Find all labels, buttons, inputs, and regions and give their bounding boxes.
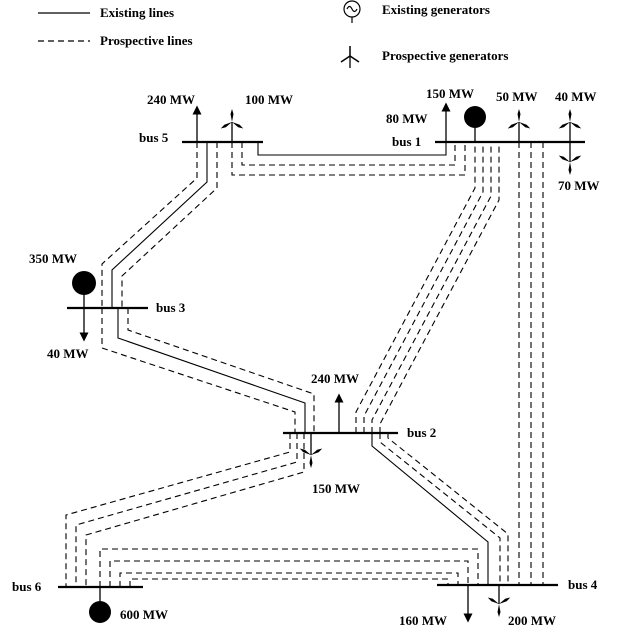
bus2-label: bus 2 — [407, 425, 436, 440]
pline-bus3-bus2-a — [101, 308, 296, 433]
prospective-lines — [65, 142, 544, 587]
line-bus5-bus1 — [257, 142, 447, 156]
pgen-label-bus1-a: 50 MW — [496, 89, 538, 104]
load-label-bus3: 40 MW — [47, 346, 89, 361]
generator-circle-icon — [464, 106, 486, 128]
gen-label-bus3: 350 MW — [29, 251, 77, 266]
bus-bars — [58, 140, 585, 589]
pline-bus2-bus1-c — [371, 142, 492, 433]
pline-bus6-bus4-a — [99, 548, 479, 587]
legend-prospective-generators-label: Prospective generators — [382, 48, 508, 63]
pline-bus6-bus4-d — [129, 578, 449, 587]
wind-turbine-icon — [487, 585, 511, 617]
gen-label-bus1: 150 MW — [426, 86, 474, 101]
legend-prospective-lines-label: Prospective lines — [100, 33, 193, 48]
gen-label-bus6: 600 MW — [120, 607, 168, 622]
bus3-label: bus 3 — [156, 300, 186, 315]
bus6-label: bus 6 — [12, 579, 42, 594]
load-label-bus5: 240 MW — [147, 92, 195, 107]
pgen-label-bus1-c: 70 MW — [558, 178, 600, 193]
pline-bus5-bus1-a — [241, 142, 456, 166]
pline-bus5-bus3-a — [101, 142, 198, 308]
pline-bus5-bus1-b — [231, 142, 466, 176]
pgen-label-bus4: 200 MW — [508, 613, 556, 628]
wind-turbine-icon — [558, 109, 582, 142]
line-bus5-bus3 — [111, 142, 208, 308]
pline-bus2-bus6-c — [85, 433, 305, 587]
generator-circle-icon — [343, 0, 361, 23]
bus4-label: bus 4 — [568, 577, 598, 592]
pline-bus2-bus1-d — [379, 142, 500, 433]
existing-lines — [111, 142, 489, 585]
line-bus3-bus2 — [117, 308, 306, 433]
pline-bus5-bus3-b — [121, 142, 218, 308]
legend-existing-generators-label: Existing generators — [382, 2, 490, 17]
pline-bus3-bus2-b — [127, 308, 315, 433]
wind-turbine-icon — [299, 433, 323, 468]
pline-bus2-bus4-a — [379, 433, 501, 585]
bus1-label: bus 1 — [392, 134, 421, 149]
pline-bus2-bus4-b — [387, 433, 509, 585]
pgen-label-bus5: 100 MW — [245, 92, 293, 107]
line-bus2-bus4 — [371, 433, 489, 585]
generator-circle-icon — [89, 601, 111, 623]
wind-turbine-icon — [558, 142, 582, 175]
pline-bus2-bus1-a — [355, 142, 476, 433]
load-label-bus4: 160 MW — [399, 613, 447, 628]
pgen-label-bus1-b: 40 MW — [555, 89, 597, 104]
bus5-label: bus 5 — [139, 130, 169, 145]
pline-bus6-bus4-b — [109, 560, 469, 587]
generator-circle-icon — [72, 271, 96, 295]
legend: Existing lines Prospective lines Existin… — [38, 0, 508, 68]
wind-turbine-icon — [340, 46, 360, 68]
pline-bus2-bus1-b — [363, 142, 484, 433]
loads — [79, 102, 473, 623]
wind-turbine-icon — [507, 109, 531, 142]
legend-existing-lines-label: Existing lines — [100, 5, 174, 20]
pgen-label-bus2: 150 MW — [312, 481, 360, 496]
load-label-bus2: 240 MW — [311, 371, 359, 386]
prospective-generators — [220, 109, 582, 617]
pline-bus6-bus4-c — [119, 572, 459, 587]
load-label-bus1: 80 MW — [386, 111, 428, 126]
pline-bus2-bus6-b — [75, 433, 298, 587]
existing-generators — [72, 106, 486, 623]
wind-turbine-icon — [220, 109, 244, 142]
pline-bus2-bus6-a — [65, 433, 291, 587]
